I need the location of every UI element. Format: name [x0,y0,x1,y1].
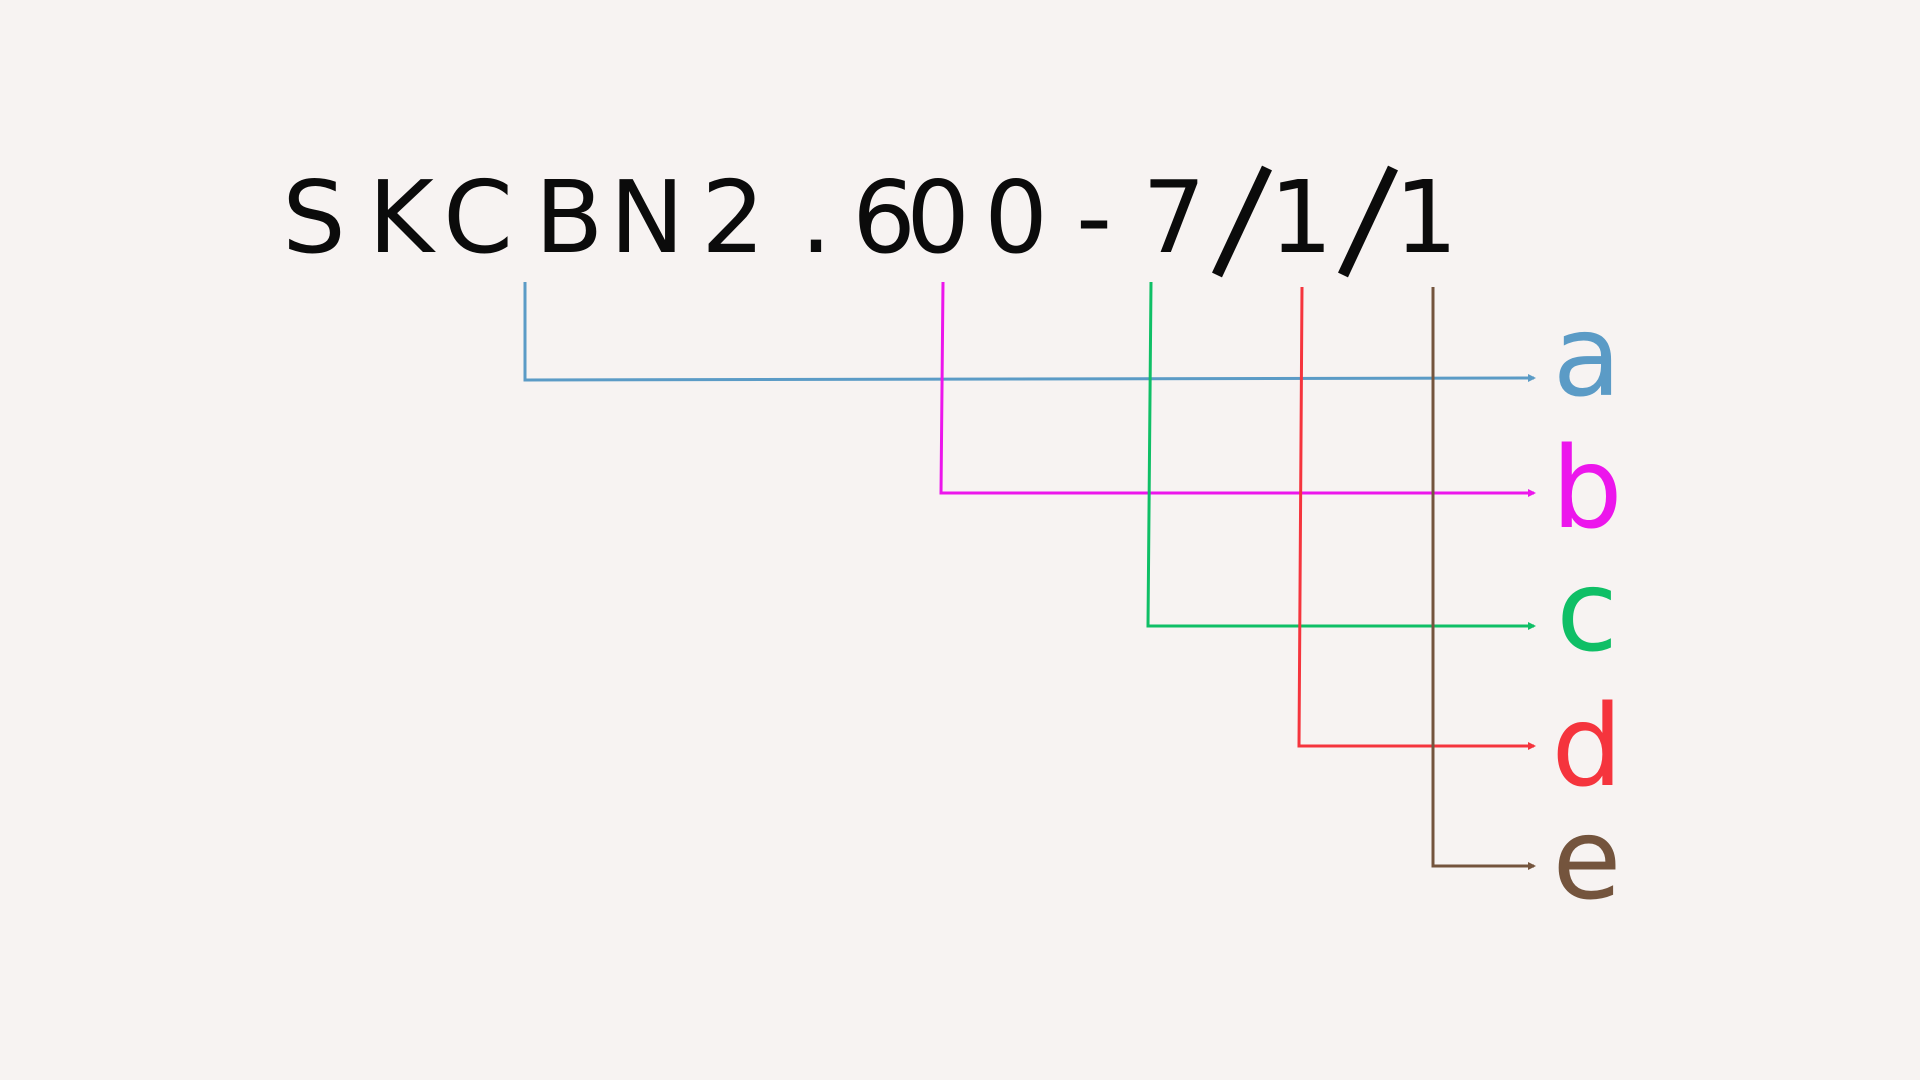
connector-c [1146,281,1536,630]
code-char-slash [1338,165,1398,278]
code-char: 1 [1269,159,1333,276]
connector-b [939,281,1536,497]
code-char: - [1076,159,1112,276]
label-a: a [1553,292,1622,422]
label-b: b [1551,424,1622,554]
code-char: N [610,159,685,276]
code-char: 7 [1142,159,1206,276]
code-char: S [282,159,345,276]
code-char: 0 [984,159,1048,276]
label-d: d [1551,682,1622,812]
code-char: . [800,159,832,276]
connector-a [523,282,1536,383]
code-char: B [535,159,604,276]
code-char: 6 [852,159,916,276]
code-char: 0 [906,159,970,276]
labels: a b c d e [1551,292,1622,925]
code-char: 2 [701,159,765,276]
code-char-slash [1212,165,1272,278]
code-char: K [368,159,436,276]
connector-d [1297,286,1536,750]
code-char: C [443,159,513,276]
label-e: e [1553,795,1622,925]
connector-e [1431,287,1536,870]
label-c: c [1556,547,1618,677]
connectors [523,281,1536,870]
code-char: 1 [1394,159,1458,276]
